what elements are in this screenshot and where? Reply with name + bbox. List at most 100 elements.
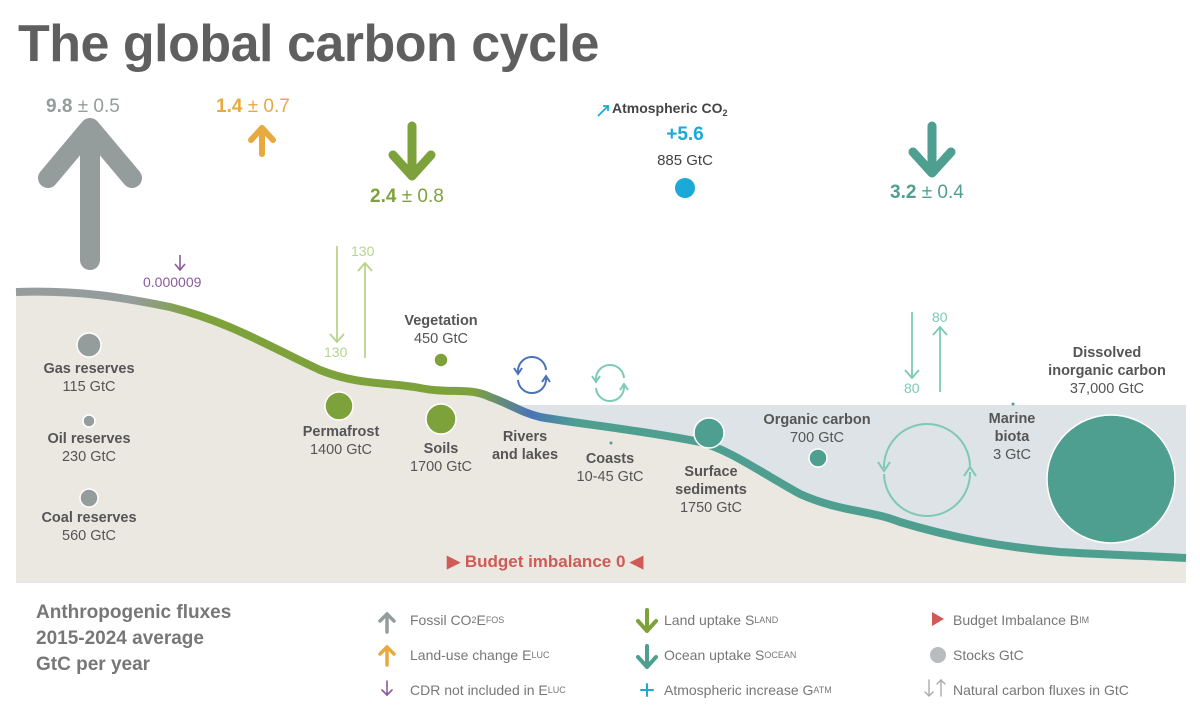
rivers-cycle-icon xyxy=(513,355,551,395)
dic-stock-circle xyxy=(1046,414,1176,544)
atmosphere-label-sub: 2 xyxy=(722,108,728,118)
stock-coal: Coal reserves 560 GtC xyxy=(41,509,136,545)
sediments-stock-circle xyxy=(693,417,725,449)
stock-name: Soils xyxy=(423,441,459,457)
ocean-sink-flux-value: 3.2 xyxy=(890,182,917,203)
stock-surface-sediments: Surface sediments 1750 GtC xyxy=(675,463,747,517)
coal-stock-circle xyxy=(79,488,99,508)
atmosphere-increase-value: +5.6 xyxy=(666,124,704,145)
stock-value: 450 GtC xyxy=(413,331,468,347)
stock-value: 560 GtC xyxy=(62,528,116,544)
organic-carbon-stock-circle xyxy=(808,448,828,468)
legend-sub: ATM xyxy=(813,685,832,695)
legend-title-line: GtC per year xyxy=(36,654,151,675)
land-sink-arrow-icon xyxy=(388,121,436,181)
stock-name: Coal reserves xyxy=(41,510,137,526)
surface-line xyxy=(15,287,1187,562)
stock-name: biota xyxy=(994,429,1030,445)
natural-land-flux-icon xyxy=(329,246,373,358)
land-down-flux-value: 130 xyxy=(324,344,348,360)
budget-imbalance: ▶ Budget imbalance 0 ◀ xyxy=(447,552,643,572)
land-up-flux-value: 130 xyxy=(351,243,375,259)
stock-coasts: Coasts 10-45 GtC xyxy=(577,450,644,486)
legend-sub: 2 xyxy=(471,615,477,625)
legend-text: Fossil CO xyxy=(410,612,472,628)
legend-item-natural-fluxes: Natural carbon fluxes in GtC xyxy=(953,682,1129,698)
coasts-cycle-icon xyxy=(591,363,629,403)
legend-text: E xyxy=(476,612,486,628)
stock-name: and lakes xyxy=(491,447,559,463)
stock-name: Coasts xyxy=(585,451,635,467)
stock-name: Oil reserves xyxy=(47,431,131,447)
soils-stock-circle xyxy=(425,403,457,435)
stock-dissolved-inorganic-carbon: Dissolved inorganic carbon 37,000 GtC xyxy=(1048,344,1166,398)
stock-soils: Soils 1700 GtC xyxy=(410,440,472,476)
stock-permafrost: Permafrost 1400 GtC xyxy=(303,423,380,459)
budget-imbalance-label: Budget imbalance 0 xyxy=(464,552,626,571)
stock-value: 1750 GtC xyxy=(679,500,743,516)
legend-text: CDR not included in E xyxy=(410,682,548,698)
fossil-flux-uncertainty: ± 0.5 xyxy=(77,96,120,117)
legend-title: Anthropogenic fluxes 2015-2024 average G… xyxy=(36,600,231,678)
ocean-cycle-icon xyxy=(877,423,977,517)
ocean-sink-arrow-icon xyxy=(908,121,956,178)
stock-name: Surface xyxy=(684,464,738,480)
stock-value: 1700 GtC xyxy=(409,459,473,475)
stock-value: 37,000 GtC xyxy=(1069,381,1145,397)
stock-marine-biota: Marine biota 3 GtC xyxy=(989,410,1036,464)
land-use-flux-label: 1.4 ± 0.7 xyxy=(216,96,290,118)
budget-right-triangle-icon: ▶ xyxy=(447,552,461,571)
page-title: The global carbon cycle xyxy=(18,15,599,73)
stock-value: 700 GtC xyxy=(789,430,844,446)
stock-gas: Gas reserves 115 GtC xyxy=(43,360,134,396)
land-use-flux-uncertainty: ± 0.7 xyxy=(247,96,290,117)
stock-rivers-lakes: Rivers and lakes xyxy=(492,428,558,464)
stock-name: Vegetation xyxy=(404,313,478,329)
stock-name: Organic carbon xyxy=(763,412,871,428)
stock-value: 1400 GtC xyxy=(309,442,373,458)
land-sink-flux-value: 2.4 xyxy=(370,186,397,207)
atmosphere-label: Atmospheric CO2 xyxy=(612,100,727,118)
cdr-flux-value: 0.000009 xyxy=(143,274,202,290)
legend-sub: LUC xyxy=(547,685,566,695)
permafrost-stock-circle xyxy=(324,391,354,421)
ocean-sink-flux-uncertainty: ± 0.4 xyxy=(921,182,964,203)
legend-sub: FOS xyxy=(485,615,505,625)
stock-value: 115 GtC xyxy=(62,379,116,395)
fossil-flux-value: 9.8 xyxy=(46,96,73,117)
stock-name: Rivers xyxy=(502,429,548,445)
stock-value: 230 GtC xyxy=(61,449,116,465)
stock-vegetation: Vegetation 450 GtC xyxy=(404,312,477,348)
stock-value: 10-45 GtC xyxy=(576,469,644,485)
ocean-up-flux-value: 80 xyxy=(932,309,948,325)
legend-sub: LUC xyxy=(531,650,550,660)
legend-sub: OCEAN xyxy=(764,650,797,660)
stock-name: Marine xyxy=(988,411,1036,427)
legend-item-stocks: Stocks GtC xyxy=(953,647,1024,663)
legend-sub: LAND xyxy=(754,615,779,625)
legend-text: Budget Imbalance B xyxy=(953,612,1080,628)
stock-name: sediments xyxy=(675,482,747,498)
legend-text: Stocks GtC xyxy=(953,647,1024,663)
legend-icons xyxy=(378,608,946,697)
legend-text: Natural carbon fluxes in GtC xyxy=(953,682,1129,698)
atmosphere-label-text: Atmospheric CO xyxy=(612,100,723,116)
fossil-flux-label: 9.8 ± 0.5 xyxy=(46,96,120,118)
stock-name: Gas reserves xyxy=(43,361,135,377)
land-use-flux-value: 1.4 xyxy=(216,96,243,117)
cdr-arrow-icon xyxy=(174,255,186,272)
natural-ocean-flux-icon xyxy=(904,312,948,392)
ocean-down-flux-value: 80 xyxy=(904,380,920,396)
legend-text: Land uptake S xyxy=(664,612,755,628)
legend-title-line: Anthropogenic fluxes xyxy=(36,602,232,623)
stock-name: Dissolved xyxy=(1072,345,1142,361)
coasts-stock-circle xyxy=(609,441,613,445)
legend-text: Ocean uptake S xyxy=(664,647,765,663)
stock-name: Permafrost xyxy=(302,424,380,440)
